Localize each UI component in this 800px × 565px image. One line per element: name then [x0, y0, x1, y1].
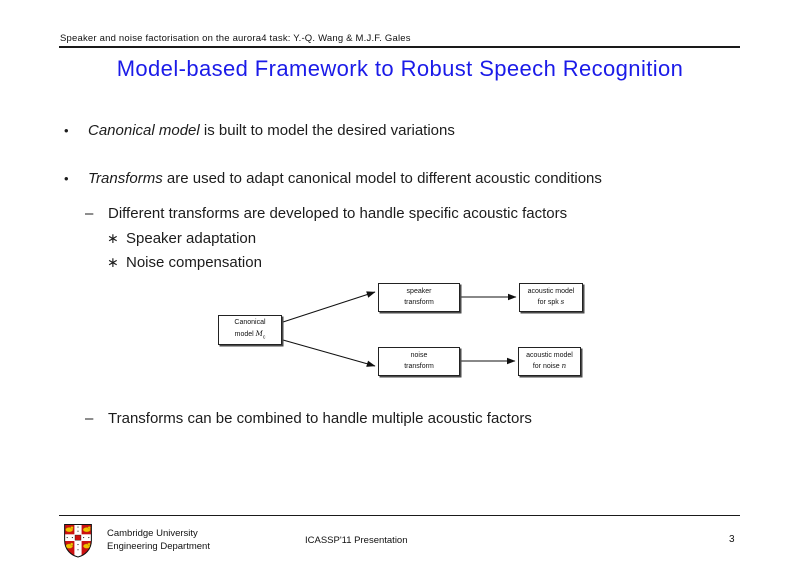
- star-bullet-text: Noise compensation: [126, 254, 262, 271]
- slide-header: Speaker and noise factorisation on the a…: [60, 33, 411, 44]
- sub-bullet-item: –Transforms can be combined to handle mu…: [85, 409, 532, 428]
- page-number: 3: [729, 534, 735, 545]
- bullet-text: are used to adapt canonical model to dif…: [162, 170, 602, 187]
- box-line: acoustic model: [526, 351, 573, 359]
- org-line2: Engineering Department: [107, 541, 210, 552]
- sub-bullet-text: Different transforms are developed to ha…: [108, 205, 568, 222]
- org-line1: Cambridge University: [107, 528, 198, 539]
- bullet-emphasis: Canonical model: [88, 122, 200, 139]
- speaker-transform-box: speaker transform: [378, 283, 460, 312]
- acoustic-model-noise-box: acoustic model for noise n: [518, 347, 581, 376]
- cambridge-crest-icon: [64, 524, 92, 558]
- box-line: speaker: [406, 288, 432, 295]
- box-line: for spk s: [537, 298, 565, 306]
- bullet-icon: •: [64, 171, 69, 186]
- star-bullet-item: ∗ Noise compensation: [107, 253, 262, 272]
- spk-var: s: [560, 298, 565, 306]
- footer-rule: [59, 515, 740, 517]
- box-line: transform: [404, 298, 434, 306]
- bullet-text: is built to model the desired variations: [199, 122, 455, 139]
- star-bullet-item: ∗ Speaker adaptation: [107, 229, 256, 248]
- dash-icon: –: [85, 205, 94, 222]
- footer-presentation-label: ICASSP'11 Presentation: [305, 535, 408, 546]
- header-rule: [59, 46, 740, 48]
- asterisk-icon: ∗: [107, 230, 119, 246]
- sub-bullet-text: Transforms can be combined to handle mul…: [108, 410, 532, 427]
- box-line: noise: [410, 352, 428, 359]
- star-bullet-text: Speaker adaptation: [126, 230, 257, 247]
- asterisk-icon: ∗: [107, 254, 119, 270]
- noise-transform-box: noise transform: [378, 347, 460, 376]
- box-line: acoustic model: [527, 287, 575, 295]
- footer-organisation: Cambridge University Engineering Departm…: [107, 527, 210, 553]
- box-line: for noise n: [532, 362, 567, 370]
- acoustic-model-spk-box: acoustic model for spk s: [519, 283, 583, 312]
- diagram-arrows: [282, 291, 517, 367]
- box-line: transform: [404, 362, 434, 370]
- dash-icon: –: [85, 410, 94, 427]
- canonical-model-line2: model Mc: [234, 329, 266, 341]
- bullet-item: • Canonical model is built to model the d…: [64, 121, 455, 140]
- canonical-model-box: Canonical model Mc: [218, 315, 282, 345]
- script-m-symbol: M: [255, 329, 263, 338]
- bullet-emphasis: Transforms: [88, 170, 163, 187]
- subscript-c: c: [262, 334, 266, 341]
- page-title: Model-based Framework to Robust Speech R…: [116, 56, 684, 81]
- bullet-item: • Transforms are used to adapt canonical …: [64, 169, 602, 188]
- canonical-model-line1: Canonical: [234, 319, 266, 327]
- noise-var: n: [561, 362, 567, 370]
- sub-bullet-item: –Different transforms are developed to h…: [85, 204, 567, 223]
- bullet-icon: •: [64, 123, 69, 138]
